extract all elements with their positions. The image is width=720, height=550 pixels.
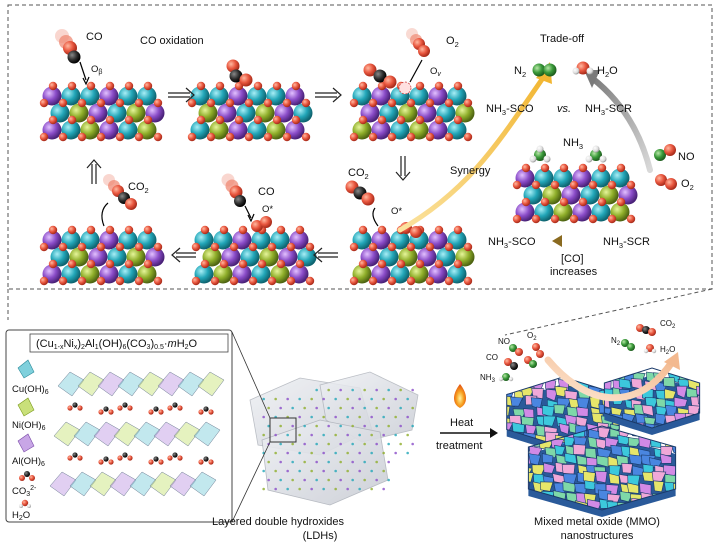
co2-leaving-4: [345, 180, 375, 206]
label-ov: Ov: [430, 66, 441, 78]
ldh-nanosheets: [249, 371, 419, 506]
top-labels: CO CO oxidation Oβ O2 Ov Trade-off N2 H2…: [86, 31, 695, 278]
ldh-octahedron: [197, 371, 225, 397]
zoom-line-right: [504, 288, 713, 336]
mmo-caption-2: nanostructures: [561, 530, 634, 542]
n2-molecule: [532, 63, 557, 77]
nh3-molecule-1: [529, 145, 551, 163]
mmo-gas-labels: NO O2 CO NH3 CO2 N2 H2O: [480, 319, 676, 384]
co-molecule-5: [221, 173, 246, 207]
arrow-up-6: [86, 159, 102, 184]
arrow-co-to-ostar: [244, 205, 252, 219]
label-no: NO: [678, 151, 695, 163]
gas-label-no: NO: [498, 337, 510, 346]
label-co2-left: CO2: [128, 181, 149, 195]
legend-cu: Cu(OH)6: [12, 384, 49, 396]
co-molecule-1: [55, 29, 81, 64]
heat-label: Heat: [450, 417, 473, 429]
catalyst-slab: [512, 163, 638, 224]
nh3-molecule-2: [585, 145, 607, 163]
mmo-gas-molecules: [498, 324, 657, 382]
label-co-mid: CO: [258, 186, 275, 198]
arrow-left-5: [171, 247, 196, 263]
label-co-1: CO: [86, 31, 103, 43]
catalyst-slab: [349, 81, 475, 142]
mmo-caption-1: Mixed metal oxide (MMO): [534, 516, 660, 528]
scr-arrow: [589, 75, 653, 173]
label-vs: vs.: [557, 103, 571, 115]
co-oxidation-title: CO oxidation: [140, 35, 204, 47]
arrow-co2-leave-4: [372, 207, 379, 227]
ldh-caption-2: (LDHs): [303, 530, 338, 542]
label-nh3-sco-bottom: NH3-SCO: [488, 236, 536, 250]
legend-al: Al(OH)6: [12, 456, 45, 468]
no-molecule: [654, 144, 676, 161]
gas-label-h2o: H2O: [660, 345, 675, 356]
process-arrows: [86, 87, 411, 263]
oxygen-vacancy: [398, 81, 412, 95]
o2-molecule-3: [406, 28, 430, 57]
catalyst-slab: [187, 81, 313, 142]
catalyst-slab: [39, 81, 165, 142]
h2o-molecule: [572, 61, 594, 75]
label-co2-right: CO2: [348, 167, 369, 181]
mmo-nanostructures: [506, 367, 701, 517]
arrow-co2-leave-6: [101, 202, 109, 227]
legend-ni: Ni(OH)6: [12, 420, 46, 432]
label-o2: O2: [446, 35, 459, 49]
label-synergy: Synergy: [450, 165, 491, 177]
gas-label-o2: O2: [527, 331, 537, 342]
top-panel-frame: [7, 4, 713, 290]
arrow-co-to-obeta: [79, 61, 87, 81]
arrow-right-1: [168, 87, 195, 103]
trade-off-title: Trade-off: [540, 33, 585, 45]
label-n2: N2: [514, 65, 526, 79]
legend-h2o: H2O: [12, 510, 30, 522]
co2-leaving-6: [103, 174, 137, 210]
label-nh3-surface: NH3: [563, 137, 583, 151]
label-h2o: H2O: [597, 65, 618, 79]
ldh-zoom-line-1: [231, 331, 271, 419]
label-co-conc: [CO]: [561, 253, 584, 265]
catalyst-slab: [191, 225, 317, 286]
ldh-octahedron: [189, 471, 217, 497]
label-nh3-scr-top: NH3-SCR: [585, 103, 632, 117]
gas-label-co2: CO2: [660, 319, 676, 330]
ldh-zoom-box: [269, 417, 297, 443]
label-obeta: Oβ: [91, 64, 102, 76]
catalyst-slab: [39, 225, 165, 286]
gas-label-nh3: NH3: [480, 373, 496, 384]
synergy-arrow: [397, 72, 548, 233]
catalyst-surfaces: [39, 81, 638, 286]
ostar-adatoms-5: [251, 216, 272, 232]
catalyst-slab: [349, 225, 475, 286]
ldh-layered-structure: [49, 371, 225, 497]
gas-label-n2: N2: [611, 336, 621, 347]
label-nh3-scr-bottom: NH3-SCR: [603, 236, 650, 250]
flame-icon: [454, 384, 466, 408]
o2-molecule-right: [655, 174, 677, 190]
co2-leaving-3: [363, 63, 397, 89]
formula-box: [29, 333, 229, 353]
scr-arrow-head: [584, 70, 600, 88]
label-ostar-mid: O*: [262, 204, 273, 215]
ldh-caption-1: Layered double hydroxides: [212, 516, 345, 528]
ldh-zoom-line-2: [231, 441, 271, 523]
label-ostar-right: O*: [391, 206, 402, 217]
label-o2-right: O2: [681, 178, 694, 192]
treatment-label: treatment: [436, 440, 482, 452]
arrow-down-3: [395, 156, 411, 181]
gas-label-co: CO: [486, 353, 498, 362]
arrow-o2-to-vacancy: [409, 59, 423, 83]
arrow-left-4: [313, 247, 338, 263]
co-adsorbed-2: [226, 59, 253, 87]
arrow-right-2: [315, 87, 342, 103]
ldh-legend: Cu(OH)6 Ni(OH)6 Al(OH)6 CO32- H2O: [12, 359, 49, 522]
label-nh3-sco-top: NH3-SCO: [486, 103, 534, 117]
ldh-octahedron: [193, 421, 221, 447]
label-increases: increases: [550, 266, 598, 278]
mmo-reaction-arrow: [544, 356, 676, 402]
